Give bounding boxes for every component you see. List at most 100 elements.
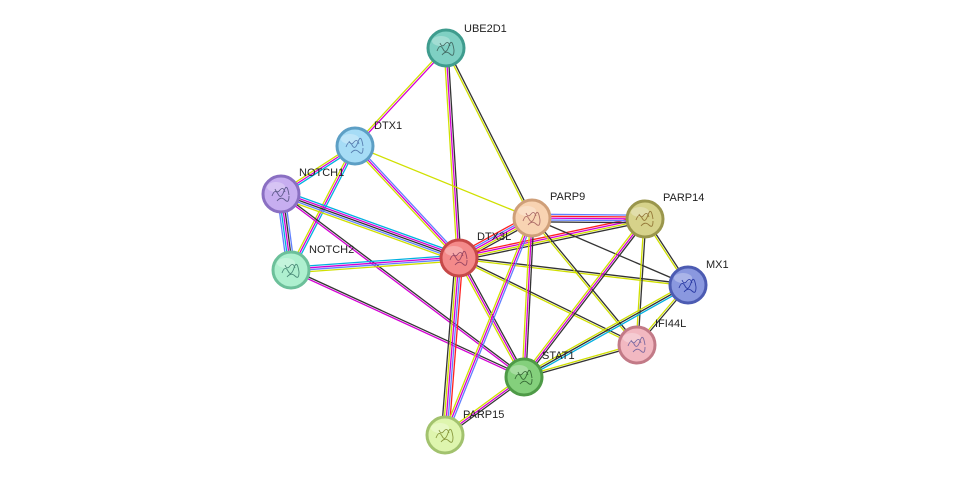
node-ifi44l[interactable]: IFI44L (617, 318, 686, 365)
node-circle[interactable] (425, 415, 465, 455)
protein-structure-icon (271, 186, 290, 202)
edge-evidence-line (442, 217, 531, 435)
node-notch1[interactable]: NOTCH1 (261, 167, 344, 214)
edge-parp9-stat1[interactable] (521, 217, 535, 378)
edge-evidence-line (522, 282, 688, 376)
edge-evidence-line (458, 258, 688, 287)
node-stat1[interactable]: STAT1 (504, 350, 575, 397)
edge-evidence-line (448, 258, 464, 436)
edge-evidence-line (290, 270, 524, 379)
node-circle[interactable] (625, 199, 665, 239)
node-circle[interactable] (512, 198, 552, 238)
edge-parp9-mx1[interactable] (531, 217, 689, 286)
edge-dtx3l-mx1[interactable] (458, 256, 689, 287)
edge-evidence-line (444, 217, 533, 436)
edge-mx1-stat1[interactable] (522, 282, 690, 380)
edge-evidence-line (290, 254, 459, 268)
edge-evidence-line (532, 216, 639, 345)
node-circle[interactable] (504, 357, 544, 397)
node-circle[interactable] (439, 238, 479, 278)
edge-evidence-line (282, 189, 461, 256)
node-circle[interactable] (335, 126, 375, 166)
node-circle[interactable] (426, 28, 466, 68)
edge-evidence-line (637, 219, 647, 346)
protein-structure-icon (678, 278, 697, 293)
node-circle[interactable] (668, 265, 708, 305)
protein-structure-icon (635, 210, 654, 227)
node-parp9[interactable]: PARP9 (512, 191, 585, 238)
node-label: NOTCH2 (309, 244, 354, 256)
edge-evidence-line (291, 258, 460, 272)
protein-structure-icon (345, 137, 364, 154)
edge-evidence-line (353, 146, 459, 260)
node-circle[interactable] (271, 250, 311, 290)
edge-parp14-ifi44l[interactable] (635, 218, 647, 346)
edge-evidence-line (458, 217, 645, 258)
node-label: PARP15 (463, 409, 504, 421)
edge-evidence-line (447, 47, 462, 258)
edge-dtx1-parp9[interactable] (354, 145, 533, 219)
node-label: PARP14 (663, 192, 704, 204)
edge-ube2d1-dtx3l[interactable] (443, 47, 462, 259)
edge-evidence-line (444, 48, 532, 219)
node-circle[interactable] (617, 325, 657, 365)
edge-evidence-line (523, 217, 533, 378)
edge-evidence-line (523, 284, 689, 378)
edge-evidence-line (525, 218, 535, 378)
node-notch2[interactable]: NOTCH2 (271, 244, 354, 290)
edge-notch2-stat1[interactable] (290, 268, 525, 379)
node-parp15[interactable]: PARP15 (425, 409, 504, 455)
edge-evidence-line (445, 47, 460, 259)
edge-ube2d1-parp9[interactable] (444, 47, 534, 219)
edge-ifi44l-stat1[interactable] (523, 343, 638, 379)
edge-evidence-line (279, 196, 458, 263)
edge-evidence-line (444, 257, 460, 436)
edge-parp9-parp15[interactable] (442, 217, 535, 436)
node-label: STAT1 (542, 350, 575, 362)
edge-evidence-line (446, 258, 462, 436)
node-parp14[interactable]: PARP14 (625, 192, 704, 239)
edge-evidence-line (458, 258, 637, 347)
edge-evidence-line (280, 194, 524, 379)
edge-notch2-dtx3l[interactable] (290, 254, 460, 274)
edge-evidence-line (292, 146, 358, 272)
node-label: DTX3L (477, 231, 511, 243)
edge-evidence-line (281, 192, 525, 377)
edge-evidence-line (355, 48, 448, 148)
node-label: UBE2D1 (464, 23, 507, 35)
edge-evidence-line (355, 144, 461, 258)
protein-structure-icon (627, 336, 646, 353)
edge-evidence-line (290, 145, 356, 271)
edge-evidence-line (353, 46, 446, 146)
protein-structure-icon (436, 41, 455, 56)
node-label: PARP9 (550, 191, 585, 203)
edge-evidence-line (531, 217, 689, 286)
edge-parp14-stat1[interactable] (521, 217, 648, 379)
node-label: IFI44L (655, 318, 686, 330)
edge-dtx1-dtx3l[interactable] (353, 144, 461, 260)
edge-dtx3l-parp15[interactable] (440, 257, 464, 436)
edge-evidence-line (281, 191, 460, 257)
edge-evidence-line (530, 218, 637, 347)
node-circle[interactable] (261, 174, 301, 214)
edge-evidence-line (354, 145, 533, 219)
edge-notch1-dtx3l[interactable] (279, 189, 461, 263)
node-mx1[interactable]: MX1 (668, 259, 729, 305)
edge-evidence-line (440, 257, 456, 435)
protein-structure-icon (435, 428, 454, 443)
node-label: DTX1 (374, 120, 402, 132)
edge-evidence-line (521, 217, 645, 377)
edge-notch1-stat1[interactable] (280, 192, 525, 379)
edge-evidence-line (635, 218, 645, 345)
edge-evidence-line (524, 345, 638, 379)
node-label: MX1 (706, 259, 729, 271)
edge-evidence-line (443, 48, 458, 259)
node-dtx1[interactable]: DTX1 (335, 120, 402, 166)
edge-evidence-line (290, 256, 459, 270)
edge-ube2d1-dtx1[interactable] (353, 46, 448, 148)
node-ube2d1[interactable]: UBE2D1 (426, 23, 507, 68)
node-dtx3l[interactable]: DTX3L (439, 231, 511, 278)
edge-evidence-line (354, 145, 460, 259)
